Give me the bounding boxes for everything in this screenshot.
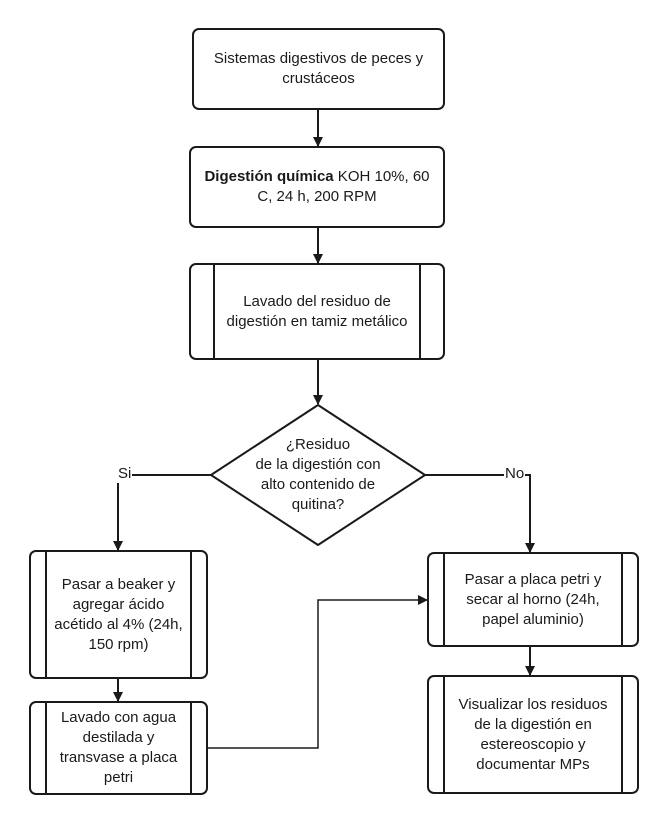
digestion-node: Digestión química KOH 10%, 60 C, 24 h, 2…	[197, 147, 437, 227]
wash2-node: Lavado con agua destilada y transvase a …	[52, 702, 185, 794]
beaker-node-text: Pasar a beaker y agregar ácido acétido a…	[54, 575, 183, 653]
visualize-node-text: Visualizar los residuos de la digestión …	[458, 695, 608, 773]
arrow-decision-yes	[113, 474, 211, 551]
no-edge-label: No	[504, 465, 526, 483]
start-node-text: Sistemas digestivos de peces y crustáceo…	[213, 50, 424, 87]
wash2-node-text: Lavado con agua destilada y transvase a …	[59, 709, 178, 786]
decision-diamond-shape	[210, 404, 426, 546]
arrow-decision-no	[425, 474, 535, 553]
yes-edge-label: Si	[117, 465, 133, 483]
wash-node-text: Lavado del residuo de digestión en tamiz…	[226, 292, 408, 330]
visualize-box-shape	[427, 675, 639, 794]
visualize-node: Visualizar los residuos de la digestión …	[452, 676, 614, 793]
digestion-node-bold-text: Digestión química	[204, 168, 334, 185]
petri-box-shape	[427, 552, 639, 647]
beaker-node: Pasar a beaker y agregar ácido acétido a…	[52, 551, 185, 678]
wash-node: Lavado del residuo de digestión en tamiz…	[222, 264, 412, 359]
petri-node: Pasar a placa petri y secar al horno (24…	[452, 553, 614, 646]
arrow-wash2-to-petri	[207, 595, 428, 749]
start-node: Sistemas digestivos de peces y crustáceo…	[200, 29, 437, 109]
decision-line-3: alto contenido de	[260, 476, 376, 493]
decision-line-2: de la digestión con	[255, 456, 381, 473]
digestion-node-text: KOH 10%, 60 C, 24 h, 200 RPM	[257, 168, 430, 205]
decision-line-1: ¿Residuo	[285, 436, 351, 453]
petri-node-text: Pasar a placa petri y secar al horno (24…	[464, 570, 602, 628]
decision-line-4: quitina?	[291, 496, 345, 513]
decision-node: ¿Residuo de la digestión con alto conten…	[235, 425, 401, 525]
